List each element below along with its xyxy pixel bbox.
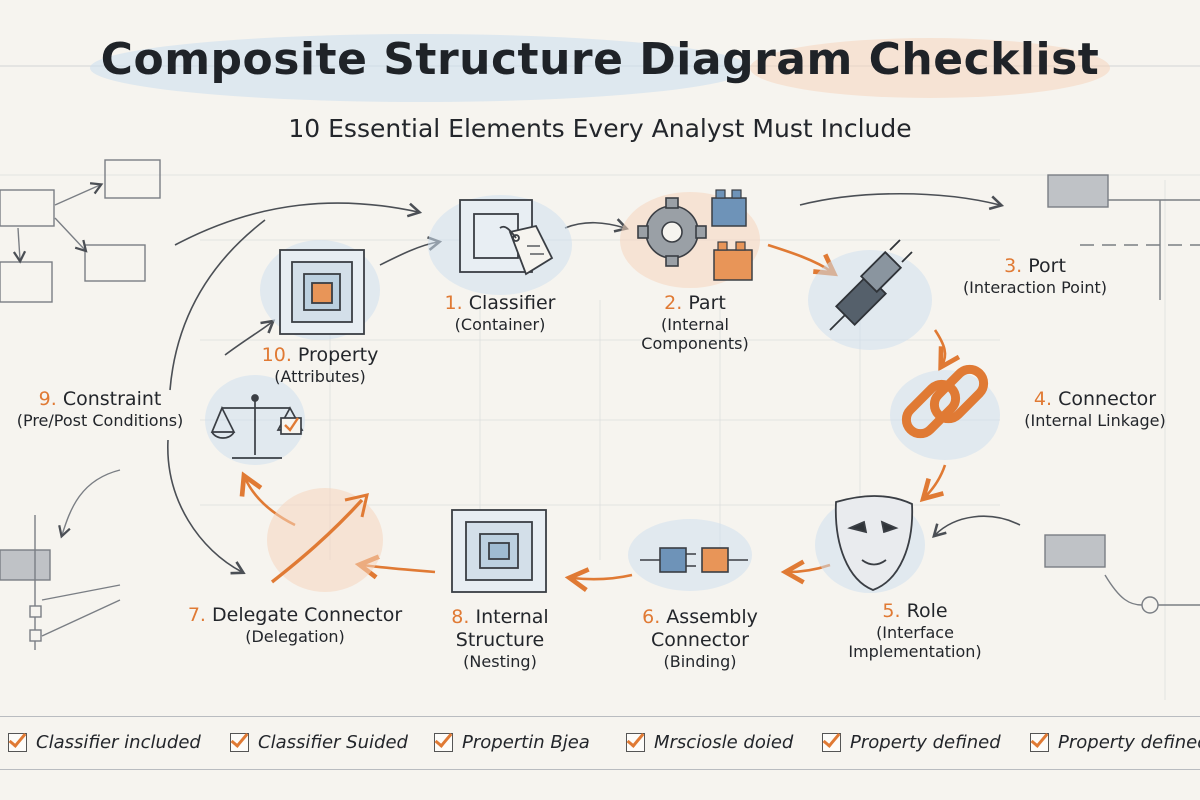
title-blue-wash bbox=[90, 34, 750, 102]
checkbox-checked-icon[interactable] bbox=[434, 732, 453, 752]
left-sketch-flow bbox=[0, 159, 161, 303]
element-label-delegate-connector: 7. Delegate Connector (Delegation) bbox=[187, 604, 403, 646]
element-label-assembly-connector: 6. Assembly Connector (Binding) bbox=[642, 606, 758, 671]
checkbox-checked-icon[interactable] bbox=[8, 732, 27, 752]
element-label-connector: 4. Connector (Internal Linkage) bbox=[1024, 388, 1166, 430]
checklist-bar: Classifier included Classifier Suided Pr… bbox=[0, 716, 1200, 770]
element-label-internal-structure: 8. Internal Structure (Nesting) bbox=[451, 606, 549, 671]
right-sketch-flow bbox=[1044, 174, 1200, 614]
checkbox-checked-icon[interactable] bbox=[1030, 732, 1049, 752]
element-label-role: 5. Role (Interface Implementation) bbox=[848, 600, 982, 661]
element-label-property: 10. Property (Attributes) bbox=[261, 344, 379, 386]
chain-link-icon bbox=[901, 364, 989, 439]
plug-pair-icon bbox=[640, 547, 748, 573]
nested-box-icon bbox=[451, 509, 547, 593]
scales-icon bbox=[210, 394, 304, 459]
checklist-item[interactable]: Propertin Bjea bbox=[434, 727, 590, 757]
left-bottom-sketch bbox=[0, 469, 121, 650]
title-orange-wash bbox=[750, 38, 1110, 98]
classifier-tag-icon bbox=[459, 199, 554, 276]
checklist-item[interactable]: Property defined bbox=[1030, 727, 1200, 757]
checkbox-checked-icon[interactable] bbox=[230, 732, 249, 752]
page-subtitle: 10 Essential Elements Every Analyst Must… bbox=[288, 114, 912, 143]
checklist-item[interactable]: Classifier included bbox=[8, 727, 201, 757]
checklist-item[interactable]: Property defined bbox=[822, 727, 1001, 757]
page-title: Composite Structure Diagram Checklist bbox=[100, 34, 1100, 85]
plug-icon bbox=[829, 239, 913, 331]
element-label-part: 2. Part (Internal Components) bbox=[641, 292, 749, 353]
mask-icon bbox=[834, 495, 914, 591]
element-label-constraint: 9. Constraint (Pre/Post Conditions) bbox=[16, 388, 184, 430]
nested-square-icon bbox=[279, 249, 365, 335]
delegate-arrow-icon bbox=[270, 493, 369, 584]
element-label-port: 3. Port (Interaction Point) bbox=[962, 255, 1108, 297]
checklist-item[interactable]: Classifier Suided bbox=[230, 727, 408, 757]
flow-arrows bbox=[167, 193, 1021, 575]
checklist-item[interactable]: Mrsciosle doied bbox=[626, 727, 793, 757]
element-label-classifier: 1. Classifier (Container) bbox=[444, 292, 556, 334]
gear-blocks-icon bbox=[637, 189, 753, 281]
checkbox-checked-icon[interactable] bbox=[822, 732, 841, 752]
checkbox-checked-icon[interactable] bbox=[626, 732, 645, 752]
